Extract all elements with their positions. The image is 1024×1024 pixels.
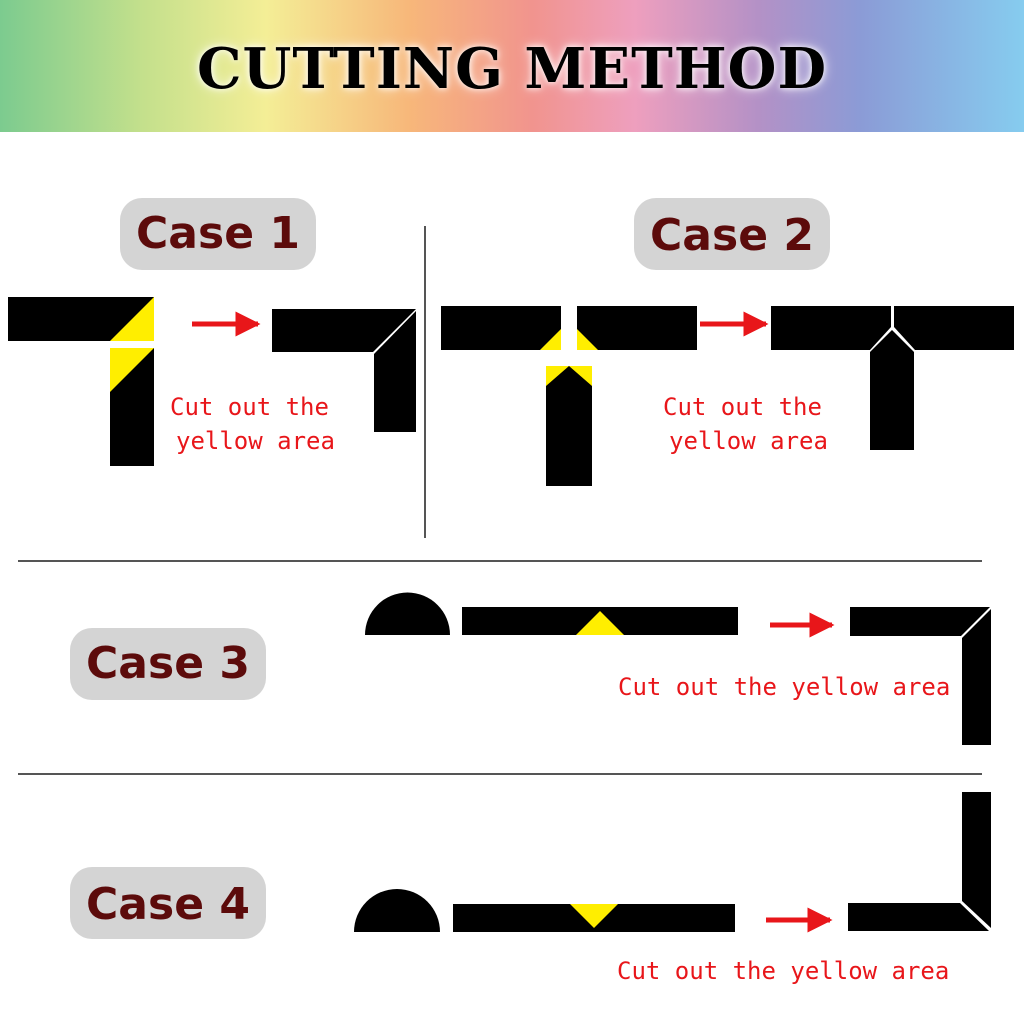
case-2-stem-strip: [546, 366, 592, 486]
case-2-note: Cut out the yellow area: [663, 390, 863, 458]
case-1-before: [8, 297, 154, 466]
case-1-cut-triangle-top: [110, 297, 154, 341]
case-3-after: [850, 607, 991, 745]
case-2-cut-triangle-right: [577, 329, 598, 350]
case-2-label: Case 2: [634, 198, 830, 270]
case-1-note: Cut out the yellow area: [170, 390, 370, 458]
case-1-corner-vertical: [374, 311, 416, 432]
case-4-label: Case 4: [70, 867, 266, 939]
title-banner: [0, 0, 1024, 132]
case-4-before: [354, 889, 735, 932]
case-3-note: Cut out the yellow area: [618, 673, 951, 701]
case-1-note-line-2: yellow area: [176, 427, 335, 455]
case-2-note-line-2: yellow area: [669, 427, 828, 455]
case-4-half-round-profile: [354, 889, 440, 932]
case-3-corner-horizontal: [850, 607, 990, 636]
case-3-before: [365, 592, 738, 635]
case-4-corner-vertical: [962, 792, 991, 928]
case-2-before: [441, 306, 697, 486]
case-1-corner-horizontal: [272, 309, 416, 352]
case-4-corner-horizontal: [848, 903, 989, 931]
case-1-cut-triangle-bottom: [110, 348, 154, 392]
vertical-divider: [424, 226, 426, 538]
case-4-cut-triangle: [570, 904, 618, 928]
case-2-t-left: [771, 306, 891, 350]
case-1-after: [272, 309, 416, 432]
case-2-left-strip: [441, 306, 561, 350]
case-2-t-stem: [870, 330, 914, 450]
case-4-note: Cut out the yellow area: [617, 957, 950, 985]
case-2-cut-triangle-stem: [546, 366, 592, 386]
horizontal-divider-2: [18, 773, 982, 775]
case-3-corner-vertical: [962, 609, 991, 745]
case-2-after: [771, 306, 1014, 450]
case-2-note-line-1: Cut out the: [663, 393, 822, 421]
case-2-cut-triangle-left: [540, 329, 561, 350]
case-3-label: Case 3: [70, 628, 266, 700]
case-2-t-right: [894, 306, 1014, 350]
case-3-half-round-profile: [365, 592, 450, 635]
case-1-label: Case 1: [120, 198, 316, 270]
case-1-note-line-1: Cut out the: [170, 393, 329, 421]
case-2-right-strip: [577, 306, 697, 350]
case-4-after: [848, 792, 991, 931]
page-title: CUTTING METHOD: [196, 36, 828, 102]
case-3-cut-triangle: [576, 611, 624, 635]
horizontal-divider-1: [18, 560, 982, 562]
